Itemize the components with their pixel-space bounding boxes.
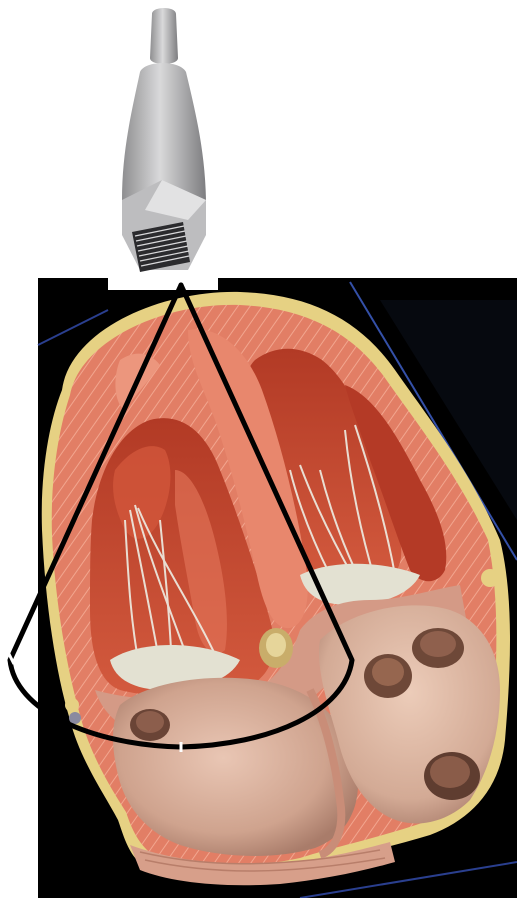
ultrasound-transducer-icon: [122, 8, 206, 272]
